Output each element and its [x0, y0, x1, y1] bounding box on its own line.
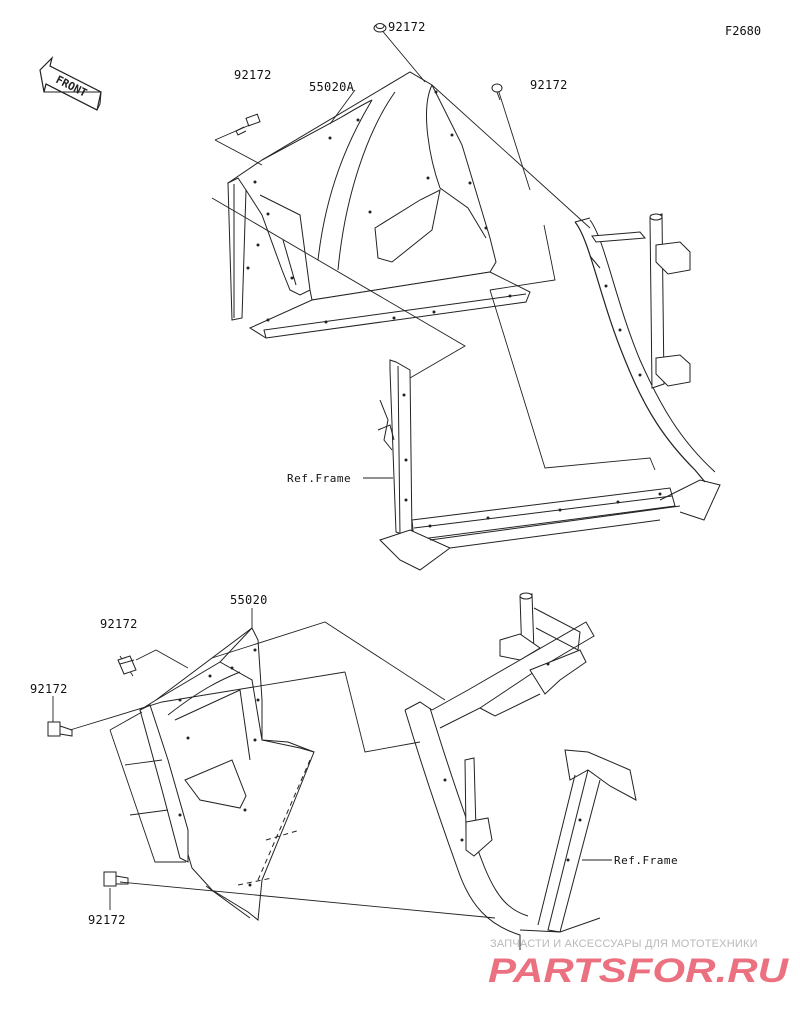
- leader-lines-lower: [52, 608, 612, 919]
- guard-55020a-drawing: [226, 71, 531, 339]
- part-label-bolt: 92172: [388, 20, 426, 34]
- part-label-bolt: 92172: [100, 617, 138, 631]
- guard-55020-drawing: [139, 627, 315, 921]
- front-arrow-icon: FRONT: [39, 56, 102, 111]
- leader-lines-upper: [211, 27, 656, 479]
- ref-frame-label-lower: Ref.Frame: [614, 854, 679, 867]
- part-label-bolt: 92172: [88, 913, 126, 927]
- watermark-tagline: ЗАПЧАСТИ И АКСЕССУАРЫ ДЛЯ МОТОТЕХНИКИ: [490, 938, 758, 950]
- ref-frame-label-upper: Ref.Frame: [287, 472, 352, 485]
- frame-lower-drawing: [404, 592, 637, 950]
- part-label-guard-lower: 55020: [230, 593, 268, 607]
- bolt-icon: [235, 113, 261, 136]
- bolt-icon: [491, 83, 503, 101]
- part-label-bolt: 92172: [530, 78, 568, 92]
- bolt-icon: [373, 23, 387, 33]
- part-label-bolt: 92172: [234, 68, 272, 82]
- bolt-icon: [103, 871, 129, 887]
- part-label-bolt: 92172: [30, 682, 68, 696]
- part-label-guard-upper: 55020A: [309, 80, 355, 94]
- watermark-brand: PARTSFOR.RU: [488, 952, 790, 990]
- watermark-logo: PARTSFOR.RU: [488, 952, 790, 990]
- bolt-icon: [117, 655, 137, 675]
- bolt-icon: [47, 721, 73, 737]
- figure-code: F2680: [725, 24, 762, 38]
- frame-upper-drawing: [377, 213, 721, 571]
